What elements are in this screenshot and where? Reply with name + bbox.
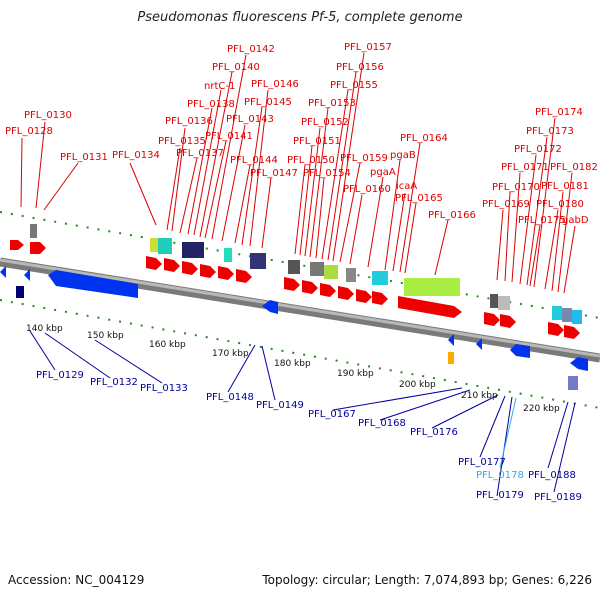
forward-gene-arrows (10, 240, 580, 339)
gene-label: gabD (562, 215, 589, 226)
gene-label: PFL_0128 (5, 126, 53, 137)
gene-label: PFL_0133 (140, 383, 188, 394)
gene-label: PFL_0132 (90, 377, 138, 388)
scale-label: 150 kbp (87, 331, 124, 341)
gene-label: PFL_0156 (336, 62, 384, 73)
gene-label: PFL_0144 (230, 155, 278, 166)
gene-label: icaA (396, 181, 417, 192)
gene-label: PFL_0152 (301, 117, 349, 128)
gene-label: PFL_0180 (536, 199, 584, 210)
gene-label: PFL_0140 (212, 62, 260, 73)
scale-label: 190 kbp (337, 369, 374, 379)
gene-label: PFL_0181 (541, 181, 589, 192)
gene-label: PFL_0154 (303, 168, 351, 179)
gene-label: PFL_0142 (227, 44, 275, 55)
gene-label-highlight: PFL_0178 (476, 470, 524, 481)
gene-label: pgaB (390, 150, 416, 161)
gene-label: PFL_0182 (550, 162, 598, 173)
map-title: Pseudomonas fluorescens Pf-5, complete g… (137, 10, 463, 25)
gene-label: PFL_0137 (176, 148, 224, 159)
gene-label: PFL_0146 (251, 79, 299, 90)
scale-label: 140 kbp (26, 324, 63, 334)
gene-label: PFL_0189 (534, 492, 582, 503)
reverse-gene-labels: PFL_0129 PFL_0132 PFL_0133 PFL_0148 PFL_… (36, 370, 582, 503)
gene-label: PFL_0134 (112, 150, 160, 161)
gene-label: PFL_0148 (206, 392, 254, 403)
gene-label: PFL_0155 (330, 80, 378, 91)
gene-label: PFL_0177 (458, 457, 506, 468)
gene-label: PFL_0176 (410, 427, 458, 438)
gene-label: PFL_0143 (226, 114, 274, 125)
scale-label: 200 kbp (399, 380, 436, 390)
gene-label: PFL_0147 (250, 168, 298, 179)
scale-label: 220 kbp (523, 404, 560, 414)
gene-label: nrtC-1 (204, 81, 235, 92)
gene-label: PFL_0153 (308, 98, 356, 109)
gene-label: PFL_0136 (165, 116, 213, 127)
gene-label: PFL_0135 (158, 136, 206, 147)
gene-label: PFL_0171 (501, 162, 549, 173)
gene-label: PFL_0164 (400, 133, 448, 144)
gene-label: PFL_0141 (205, 131, 253, 142)
gene-label: PFL_0179 (476, 490, 524, 501)
gene-label: PFL_0157 (344, 42, 392, 53)
gene-label: PFL_0145 (244, 97, 292, 108)
gene-label: PFL_0175 (518, 215, 566, 226)
gene-label: PFL_0172 (514, 144, 562, 155)
gene-label: PFL_0150 (287, 155, 335, 166)
gene-label: PFL_0129 (36, 370, 84, 381)
forward-callouts (20, 52, 576, 294)
gene-label: PFL_0170 (492, 182, 540, 193)
gene-label: PFL_0167 (308, 409, 356, 420)
gene-label: PFL_0131 (60, 152, 108, 163)
gene-label: PFL_0159 (340, 153, 388, 164)
gene-label: PFL_0149 (256, 400, 304, 411)
gene-label: PFL_0173 (526, 126, 574, 137)
accession-text: Accession: NC_004129 (8, 573, 145, 587)
scale-label: 160 kbp (149, 340, 186, 350)
scale-label: 170 kbp (212, 349, 249, 359)
scale-label: 180 kbp (274, 359, 311, 369)
gene-label: PFL_0169 (482, 199, 530, 210)
gene-label: PFL_0174 (535, 107, 583, 118)
reverse-gene-arrows (0, 266, 588, 371)
scale-label: 210 kbp (461, 391, 498, 401)
highlight-callout (499, 397, 517, 469)
gene-label: PFL_0130 (24, 110, 72, 121)
gene-label: PFL_0151 (293, 136, 341, 147)
gene-label: PFL_0188 (528, 470, 576, 481)
genome-summary-text: Topology: circular; Length: 7,074,893 bp… (262, 573, 592, 587)
gene-label: PFL_0138 (187, 99, 235, 110)
gene-label: pgaA (370, 167, 396, 178)
gene-label: PFL_0160 (343, 184, 391, 195)
gene-label: PFL_0168 (358, 418, 406, 429)
feature-blocks (16, 224, 582, 390)
forward-gene-labels: PFL_0128 PFL_0130 PFL_0131 PFL_0134 PFL_… (5, 42, 598, 226)
scale-labels: 140 kbp 150 kbp 160 kbp 170 kbp 180 kbp … (26, 324, 560, 414)
gene-label: PFL_0165 (395, 193, 443, 204)
gene-label: PFL_0166 (428, 210, 476, 221)
